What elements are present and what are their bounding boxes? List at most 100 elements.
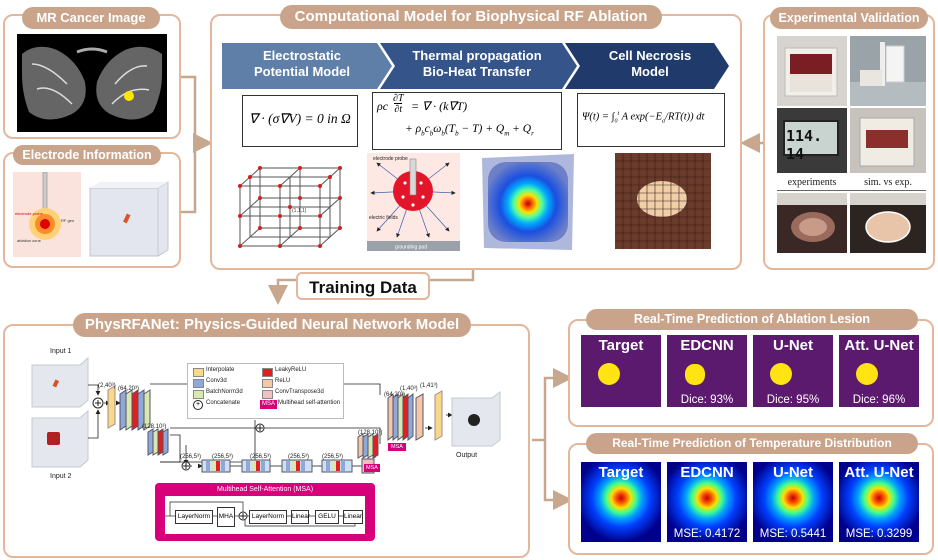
lesion-card-unet-metric: Dice: 95% [766,394,820,406]
mr-cancer-image [17,34,167,132]
msa-layernorm1: LayerNorm [175,510,213,524]
msa-linear1: Linear [291,510,310,524]
lesion-card-unet: U-Net Dice: 95% [753,335,833,407]
electrode-probe-small-label: electrode probe [15,211,44,216]
legend-swatch-batchnorm [193,390,204,399]
electric-field-figure: electrode probe electric fields groundin… [367,153,460,251]
equation-laplace: ∇ · (σ∇V) = 0 in Ω [242,95,358,147]
lesion-attunet-blob [856,363,878,385]
temp-target-heatmap [581,462,661,542]
legend-swatch-interpolate [193,368,204,377]
step-thermal-line1: Thermal propagation [412,48,542,63]
physrfanet-title: PhysRFANet: Physics-Guided Neural Networ… [73,313,471,337]
lesion-card-edcnn: EDCNN Dice: 93% [667,335,747,407]
equation-arrhenius: Ψ(t) = ∫0t A exp(−Ea/RT(t)) dt [577,93,725,147]
step-electrostatic-line2: Potential Model [253,64,351,79]
dim-d8: (1,41³) [420,383,438,389]
network-diagram [31,356,501,474]
dim-d7: (1,40³) [400,386,418,392]
input2-cube [31,409,89,468]
temp-card-unet-title: U-Net [773,464,813,481]
legend-msa-tag: MSA [260,400,278,409]
lesion-prediction-title: Real-Time Prediction of Ablation Lesion [586,309,918,330]
equation-bioheat: ρc ∂T∂t = ∇ · (k∇T) + ρbcbωb(Tb − T) + Q… [372,92,562,150]
experiment-photo-probe-setup [850,36,926,106]
electrode-probe-label: electrode probe [373,156,408,162]
lesion-card-attunet: Att. U-Net Dice: 96% [839,335,919,407]
temp-attunet-heatmap [839,462,919,542]
step-electrostatic-line1: Electrostatic [262,48,342,63]
legend-msa-desc: Multihead self-attention [278,400,341,406]
legend-swatch-convtranspose [262,390,273,399]
lesion-target-blob [598,363,620,385]
experiment-photo-tissue-box [777,36,847,106]
temp-card-target: Target [581,462,661,542]
input2-label: Input 2 [50,473,72,480]
dim-d5: (128,10³) [358,430,383,436]
ablation-zone-label: ablation zone [17,238,42,243]
lesion-card-unet-title: U-Net [773,337,813,354]
temperature-reading: 114. 14 [786,127,823,163]
lesion-edcnn-blob [685,364,705,385]
caption-rule [777,190,926,191]
caption-sim-vs-exp: sim. vs exp. [864,177,912,188]
temperature-prediction-title: Real-Time Prediction of Temperature Dist… [586,433,918,454]
step-thermal: Thermal propagation Bio-Heat Transfer [392,48,562,80]
dim-d4e: (256,5³) [322,454,344,460]
dim-d4a: (256,5³) [180,454,202,460]
dim-d6: (64,20³) [384,392,406,398]
dim-d3: (128,10³) [142,424,167,430]
experiment-photo-ablated-sample [850,108,926,173]
legend-concat: Concatenate [206,400,241,406]
temp-card-edcnn-title: EDCNN [680,464,734,481]
dim-d1: (2,40³) [98,383,116,389]
electrode-info-title: Electrode Information [13,145,161,165]
step-necrosis: Cell Necrosis Model [580,48,720,80]
output-label: Output [456,452,478,459]
experiment-lesion-photo [777,193,847,253]
temp-unet-heatmap [753,462,833,542]
dim-d4d: (256,5³) [288,454,310,460]
msa-mha: MHA [217,507,235,527]
dim-d2: (64,20³) [118,386,140,392]
step-electrostatic: Electrostatic Potential Model [222,48,382,80]
temp-card-attunet: Att. U-Net MSE: 0.3299 [839,462,919,542]
experimental-validation-title: Experimental Validation [770,7,928,29]
electrode-schematic: electrode probe RF gen ablation zone [13,171,81,257]
legend-relu: ReLU [275,378,291,384]
rf-gen-label: RF gen [61,218,74,223]
temp-card-attunet-title: Att. U-Net [844,464,914,481]
computational-model-title: Computational Model for Biophysical RF A… [280,5,662,29]
grounding-pad-label: grounding pad [395,245,427,251]
thermal-distribution-figure [478,152,578,252]
temp-card-edcnn-metric: MSE: 0.4172 [673,528,741,540]
input1-label: Input 1 [50,348,72,355]
legend-interpolate: Interpolate [206,367,235,373]
lesion-card-edcnn-title: EDCNN [680,337,734,354]
step-necrosis-line1: Cell Necrosis [608,48,692,63]
msa-layernorm2: LayerNorm [249,510,287,524]
mesh-grid-figure: (1,1,1) [238,166,342,248]
electrode-cube [88,180,170,258]
temp-card-unet: U-Net MSE: 0.5441 [753,462,833,542]
lesion-card-target-title: Target [598,337,644,354]
experiment-photo-temperature-display: 114. 14 [777,108,847,173]
msa-linear2: Linear [343,510,363,524]
caption-experiments: experiments [787,177,837,188]
msa-block-title: Multihead Self-Attention (MSA) [216,486,314,493]
lesion-card-attunet-metric: Dice: 96% [852,394,906,406]
temp-card-target-title: Target [598,464,644,481]
legend-leakyrelu: LeakyReLU [275,367,307,373]
legend-conv3d: Conv3d [206,378,227,384]
legend-concat-icon: + [193,400,203,410]
training-data-label: Training Data [296,272,430,300]
dim-d4b: (256,5³) [212,454,234,460]
cell-necrosis-figure [615,153,711,249]
mr-cancer-title: MR Cancer Image [22,7,160,29]
pipeline-chevrons [222,43,729,89]
electric-fields-label: electric fields [369,215,398,221]
msa-gelu: GELU [315,510,339,524]
lesion-card-target: Target [581,335,661,407]
step-necrosis-line2: Model [631,64,669,79]
legend-swatch-conv3d [193,379,204,388]
